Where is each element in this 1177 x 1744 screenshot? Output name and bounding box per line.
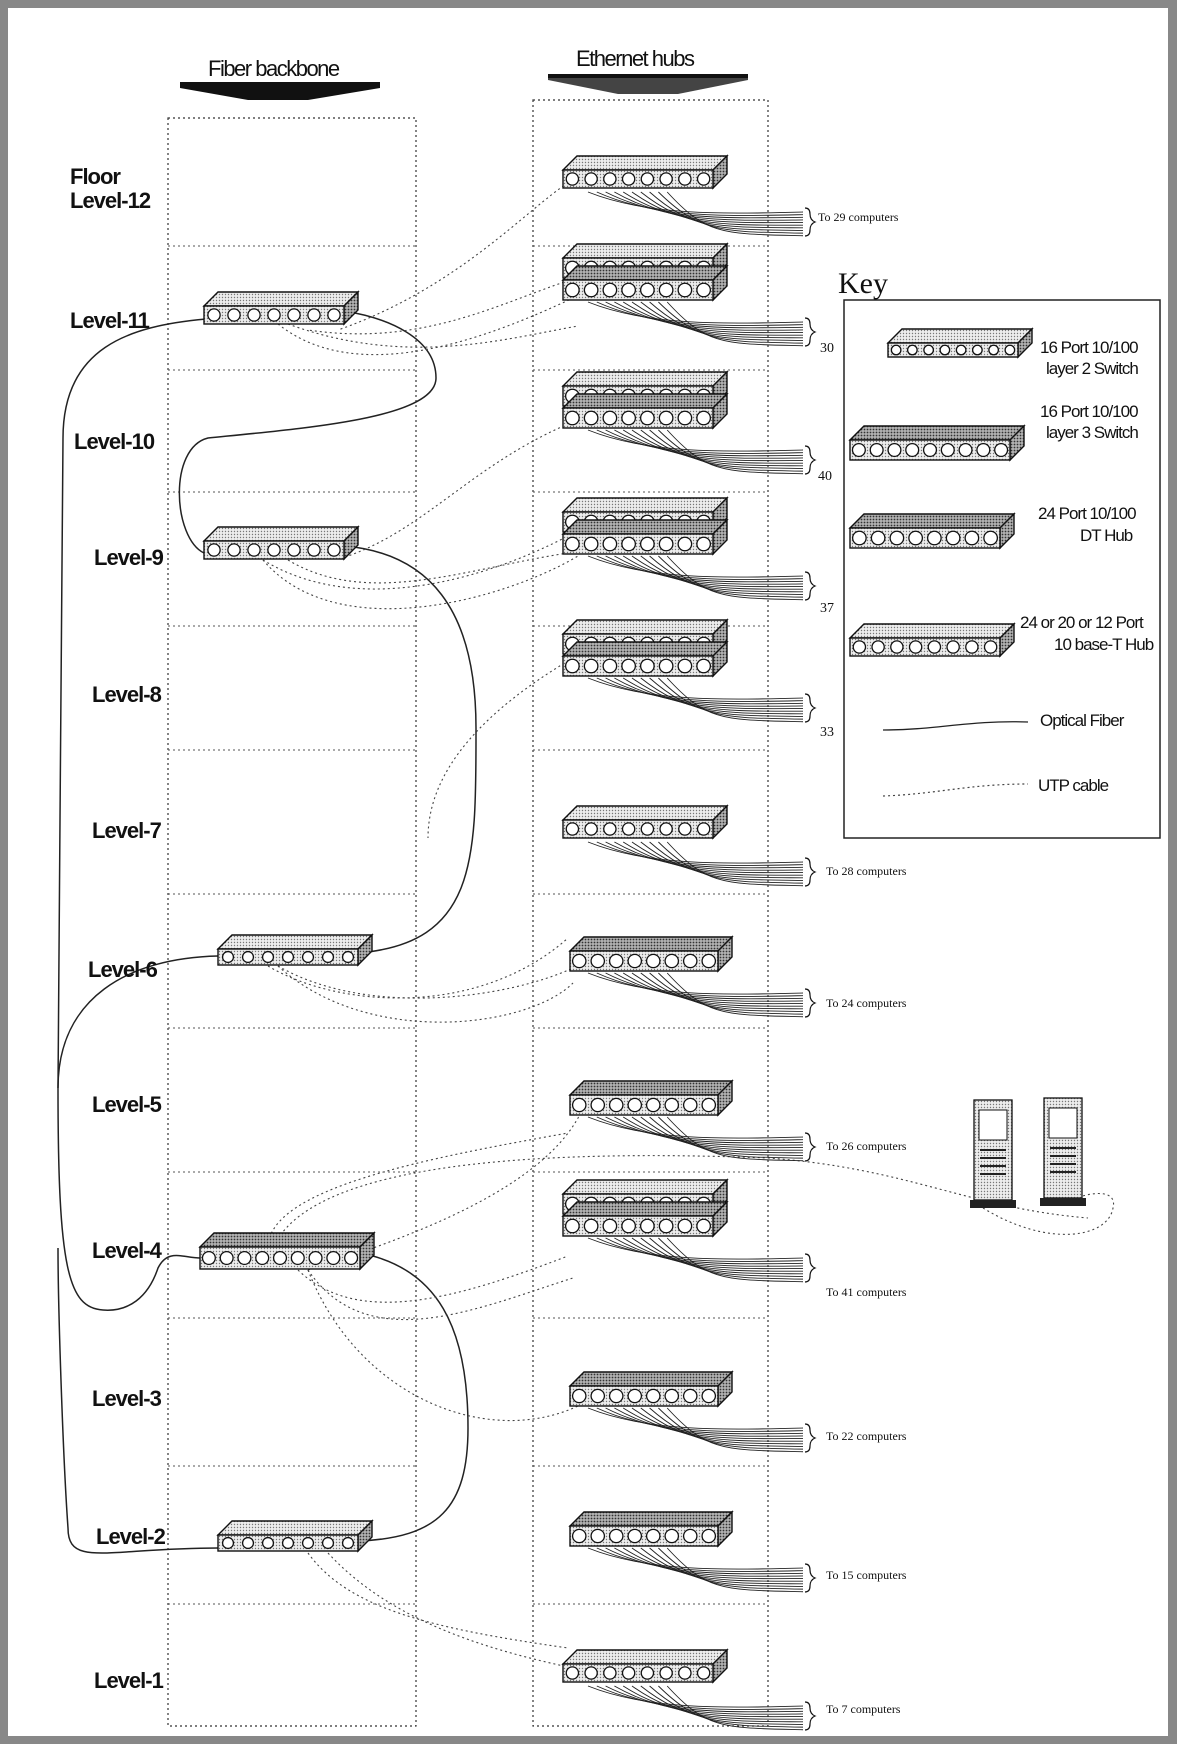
key-title: Key xyxy=(838,267,888,300)
switch-level-2 xyxy=(218,1521,372,1551)
server-left xyxy=(970,1100,1016,1208)
count-level-8: 33 xyxy=(820,725,834,740)
level-label-7: Level-7 xyxy=(92,818,162,843)
key-legend: Key 16 Port 10/100 layer 2 Switch 16 Por… xyxy=(838,267,1160,838)
key-dt-hub-line1: 24 Port 10/100 xyxy=(1038,504,1136,523)
fiber-column xyxy=(168,118,416,1726)
level-label-11: Level-11 xyxy=(70,308,150,333)
servers xyxy=(970,1098,1086,1208)
key-fiber-label: Optical Fiber xyxy=(1040,711,1125,730)
floor-label: Floor xyxy=(70,164,121,189)
count-level-10: 40 xyxy=(818,469,832,484)
svg-text:Fiber backbone: Fiber backbone xyxy=(208,56,340,81)
level-label-1: Level-1 xyxy=(94,1668,164,1693)
count-level-3: To 22 computers xyxy=(826,1429,907,1443)
level-label-9: Level-9 xyxy=(94,545,164,570)
hub-level-6 xyxy=(570,937,732,971)
switch-level-6 xyxy=(218,935,372,965)
hub-level-10 xyxy=(563,394,727,428)
network-diagram: Fiber backbone Ethernet hubs Floor Level… xyxy=(8,8,1168,1736)
key-l2-switch-device xyxy=(888,329,1032,357)
key-l3-switch-device xyxy=(850,426,1024,460)
key-dt-hub-line2: DT Hub xyxy=(1080,526,1133,545)
count-level-11: 30 xyxy=(820,341,834,356)
count-level-2: To 15 computers xyxy=(826,1568,907,1582)
ethernet-hubs-header: Ethernet hubs xyxy=(548,46,748,94)
switch-level-4 xyxy=(200,1233,374,1269)
level-label-10: Level-10 xyxy=(74,429,155,454)
level-label-6: Level-6 xyxy=(88,957,158,982)
hub-level-12 xyxy=(563,156,727,188)
hub-level-8 xyxy=(563,642,727,676)
hub-level-1 xyxy=(563,1650,727,1682)
count-level-4: To 41 computers xyxy=(826,1285,907,1299)
hub-level-2 xyxy=(570,1512,732,1546)
server-right xyxy=(1040,1098,1086,1206)
count-level-12: To 29 computers xyxy=(818,210,899,224)
fiber-backbone-header: Fiber backbone xyxy=(180,56,380,100)
level-labels: Floor Level-12 Level-11 Level-10 Level-9… xyxy=(70,164,166,1693)
level-label-2: Level-2 xyxy=(96,1524,166,1549)
key-dt-hub-device xyxy=(850,514,1014,548)
hub-level-9 xyxy=(563,520,727,554)
level-label-3: Level-3 xyxy=(92,1386,162,1411)
level-label-5: Level-5 xyxy=(92,1092,162,1117)
key-10baset-hub-line1: 24 or 20 or 12 Port xyxy=(1020,613,1144,632)
key-10baset-hub-device xyxy=(850,624,1014,656)
key-l2-switch-line2: layer 2 Switch xyxy=(1046,359,1138,378)
count-level-7: To 28 computers xyxy=(826,864,907,878)
optical-fiber-lines xyxy=(58,311,476,1553)
key-l3-switch-line1: 16 Port 10/100 xyxy=(1040,402,1138,421)
diagram-frame: Fiber backbone Ethernet hubs Floor Level… xyxy=(8,8,1168,1736)
switch-level-9 xyxy=(204,527,358,559)
svg-text:Ethernet hubs: Ethernet hubs xyxy=(576,46,695,71)
count-level-9: 37 xyxy=(820,601,834,616)
key-l2-switch-line1: 16 Port 10/100 xyxy=(1040,338,1138,357)
level-label-12: Level-12 xyxy=(70,188,151,213)
switch-level-11 xyxy=(204,292,358,324)
key-10baset-hub-line2: 10 base-T Hub xyxy=(1054,635,1154,654)
hub-level-5 xyxy=(570,1081,732,1115)
level-label-4: Level-4 xyxy=(92,1238,163,1263)
count-level-5: To 26 computers xyxy=(826,1139,907,1153)
hub-level-4 xyxy=(563,1202,727,1236)
level-label-8: Level-8 xyxy=(92,682,162,707)
hub-level-11 xyxy=(563,266,727,300)
hub-column xyxy=(533,100,768,1726)
count-level-1: To 7 computers xyxy=(826,1702,901,1716)
key-utp-label: UTP cable xyxy=(1038,776,1109,795)
hub-level-3 xyxy=(570,1372,732,1406)
key-l3-switch-line2: layer 3 Switch xyxy=(1046,423,1138,442)
hub-level-7 xyxy=(563,806,727,838)
count-level-6: To 24 computers xyxy=(826,996,907,1010)
